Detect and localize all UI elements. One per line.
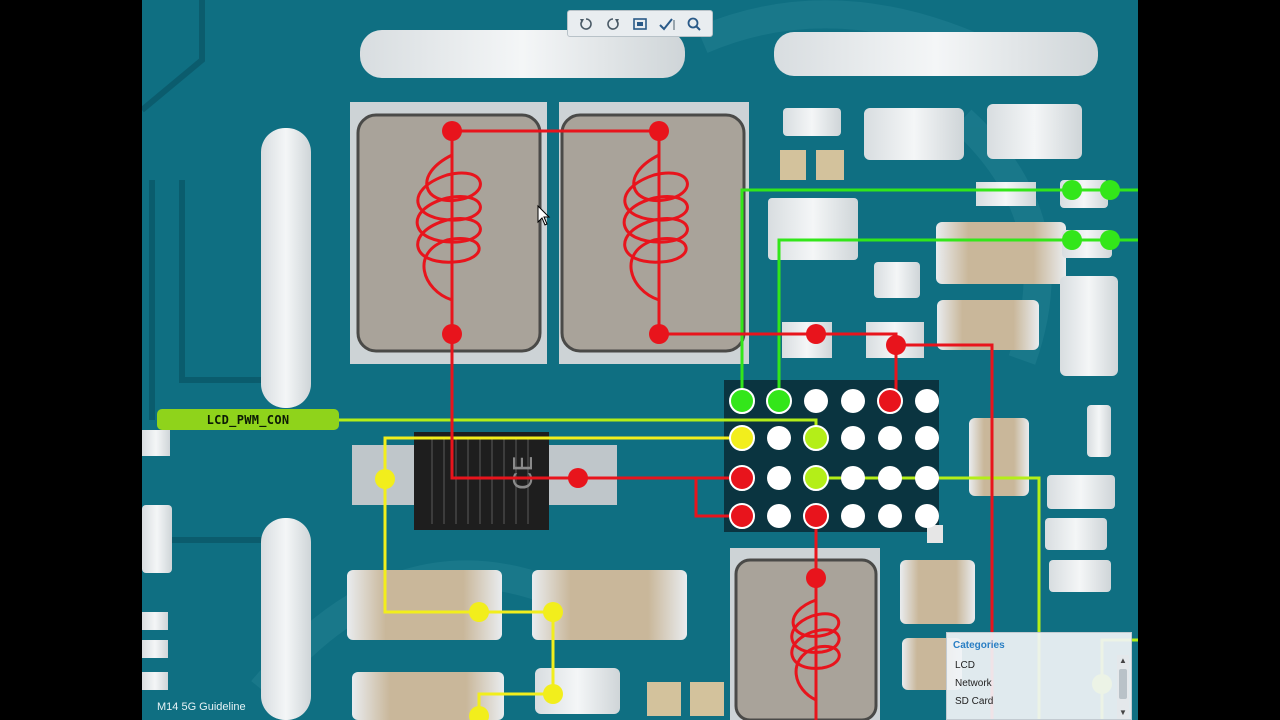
mouse-cursor-icon <box>537 204 551 226</box>
pad-top-left <box>360 30 685 78</box>
measure-button[interactable] <box>656 14 678 34</box>
categories-title: Categories <box>953 640 1005 651</box>
categories-panel: Categories LCD Network SD Card ▲ ▼ <box>946 632 1132 720</box>
pad-left-long <box>261 128 311 408</box>
scroll-down-icon[interactable]: ▼ <box>1119 708 1127 717</box>
scroll-thumb[interactable] <box>1119 669 1127 699</box>
pad-top-right <box>774 32 1098 76</box>
fit-screen-button[interactable] <box>629 14 651 34</box>
rotate-left-button[interactable] <box>575 14 597 34</box>
net-green <box>740 188 1138 401</box>
pad-left-long-lower <box>261 518 311 720</box>
viewer-toolbar <box>567 10 713 37</box>
schematic-viewer[interactable]: CE <box>142 0 1138 720</box>
inductor-right <box>559 102 749 364</box>
net-red <box>415 129 994 720</box>
bga-body <box>724 380 939 532</box>
categories-list: LCD Network SD Card <box>947 657 1117 711</box>
search-icon <box>687 17 702 31</box>
category-item-lcd[interactable]: LCD <box>955 660 976 671</box>
bga-balls <box>729 388 939 529</box>
categories-scrollbar[interactable]: ▲ ▼ <box>1117 655 1129 719</box>
rotate-left-icon <box>579 17 592 30</box>
inductor-left <box>350 102 547 364</box>
rotate-right-button[interactable] <box>602 14 624 34</box>
category-item-network[interactable]: Network <box>955 678 992 689</box>
guideline-title: M14 5G Guideline <box>157 701 246 713</box>
pcb-board-image: CE <box>142 0 1138 720</box>
net-label-lcd-pwm-con[interactable]: LCD_PWM_CON <box>157 409 339 430</box>
measure-icon <box>659 17 676 30</box>
rotate-right-icon <box>607 17 619 30</box>
category-item-sd-card[interactable]: SD Card <box>955 696 994 707</box>
chip-marking: CE <box>509 455 539 490</box>
fit-screen-icon <box>633 17 647 30</box>
scroll-up-icon[interactable]: ▲ <box>1119 656 1127 665</box>
search-button[interactable] <box>683 14 705 34</box>
